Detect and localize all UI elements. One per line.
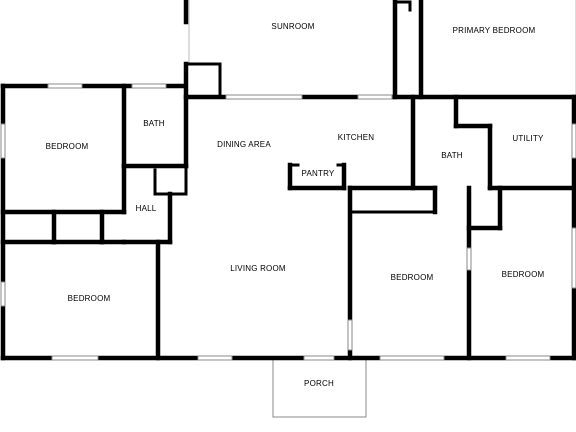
room-labels: SUNROOM PRIMARY BEDROOM BEDROOM BATH DIN… — [46, 22, 545, 388]
windows — [0, 83, 576, 361]
label-dining-area: DINING AREA — [217, 140, 271, 149]
label-kitchen: KITCHEN — [338, 133, 375, 142]
label-hall: HALL — [136, 204, 157, 213]
label-sunroom: SUNROOM — [271, 22, 314, 31]
label-bath-w: BATH — [143, 119, 165, 128]
label-pantry: PANTRY — [302, 169, 335, 178]
interior-walls — [0, 83, 576, 361]
porch-outline — [272, 357, 367, 418]
label-bedroom-center: BEDROOM — [391, 273, 434, 282]
label-living-room: LIVING ROOM — [230, 264, 286, 273]
label-primary-bedroom: PRIMARY BEDROOM — [453, 26, 536, 35]
label-bedroom-sw: BEDROOM — [68, 294, 111, 303]
label-bath-e: BATH — [441, 151, 463, 160]
label-bedroom-nw: BEDROOM — [46, 142, 89, 151]
label-porch: PORCH — [304, 379, 334, 388]
label-utility: UTILITY — [512, 134, 544, 143]
label-bedroom-e: BEDROOM — [502, 270, 545, 279]
